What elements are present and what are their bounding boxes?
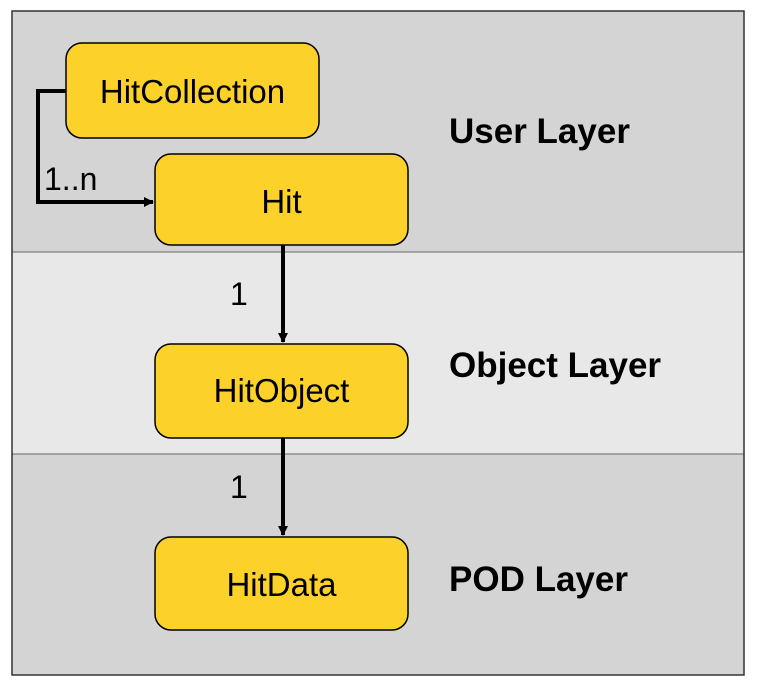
- object-layer-label: Object Layer: [449, 346, 661, 385]
- diagram-frame: [11, 10, 745, 676]
- hit-data-label: HitData: [226, 566, 337, 603]
- hit-collection-box: HitCollection: [65, 42, 320, 139]
- hit-label: Hit: [261, 183, 301, 220]
- hit-data-box: HitData: [154, 536, 409, 631]
- hit-box: Hit: [154, 153, 409, 246]
- connector-collection-to-hit: [36, 89, 154, 207]
- hit-collection-label: HitCollection: [100, 73, 285, 110]
- pod-layer-label: POD Layer: [449, 560, 628, 599]
- multiplicity-collection-to-hit: 1..n: [44, 161, 97, 197]
- multiplicity-hit-to-object: 1: [230, 276, 248, 312]
- hit-object-label: HitObject: [214, 372, 350, 409]
- multiplicity-object-to-data: 1: [230, 469, 248, 505]
- hit-object-box: HitObject: [154, 343, 409, 439]
- user-layer-label: User Layer: [449, 112, 630, 151]
